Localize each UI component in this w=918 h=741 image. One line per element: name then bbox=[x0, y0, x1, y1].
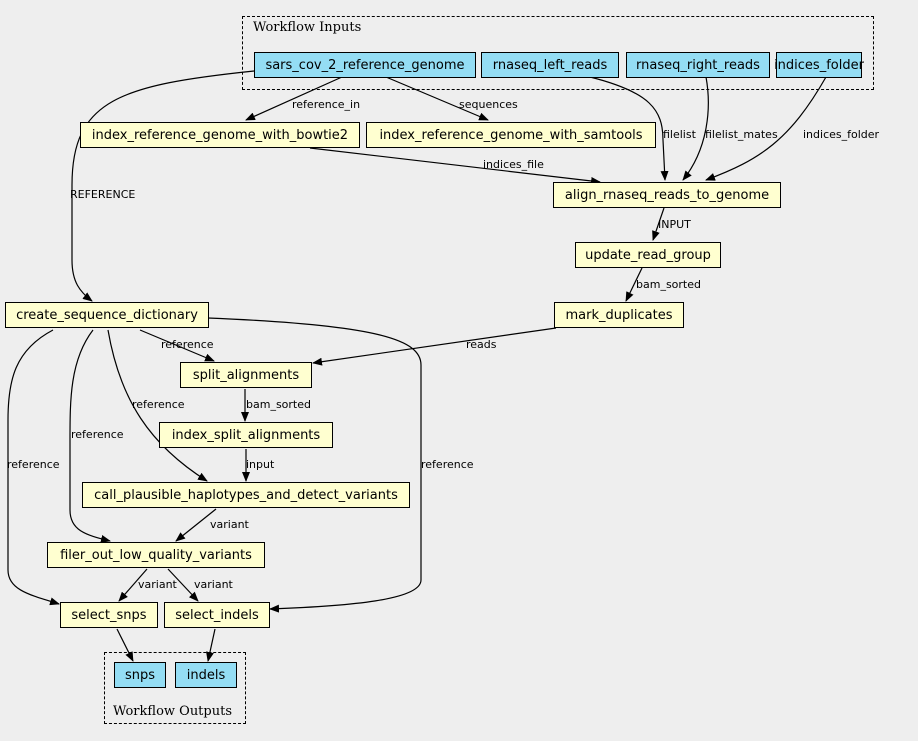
edge-ref-to-bowtie2 bbox=[245, 76, 343, 121]
node-sars-cov-2-reference-genome[interactable]: sars_cov_2_reference_genome bbox=[254, 52, 476, 78]
node-index-split-alignments[interactable]: index_split_alignments bbox=[159, 422, 333, 448]
edge-snps-to-out bbox=[116, 628, 134, 662]
workflow-outputs-cluster bbox=[104, 652, 246, 724]
node-mark-duplicates[interactable]: mark_duplicates bbox=[554, 302, 684, 328]
edge-seqdict-to-split bbox=[139, 329, 215, 362]
edge-ref-to-seqdict bbox=[71, 70, 255, 302]
node-update-read-group[interactable]: update_read_group bbox=[575, 242, 721, 268]
node-filer-out-low-quality-variants[interactable]: filer_out_low_quality_variants bbox=[47, 542, 265, 568]
edge-call-to-filter bbox=[175, 508, 217, 542]
edge-markdup-to-split bbox=[312, 327, 557, 366]
edge-left-to-align bbox=[589, 76, 669, 181]
edge-label-reference-snps: reference bbox=[7, 458, 60, 471]
edge-label-sequences: sequences bbox=[459, 98, 518, 111]
node-call-plausible-haplotypes-and-detect-variants[interactable]: call_plausible_haplotypes_and_detect_var… bbox=[82, 482, 410, 508]
node-split-alignments[interactable]: split_alignments bbox=[180, 362, 312, 388]
node-select-snps[interactable]: select_snps bbox=[60, 602, 158, 628]
node-select-indels[interactable]: select_indels bbox=[164, 602, 270, 628]
node-output-indels[interactable]: indels bbox=[175, 662, 237, 688]
node-index-reference-genome-with-bowtie2[interactable]: index_reference_genome_with_bowtie2 bbox=[80, 122, 360, 148]
edge-update-to-markdup bbox=[625, 267, 643, 302]
edge-label-variant-indels: variant bbox=[194, 578, 234, 591]
edge-indices-to-align bbox=[705, 76, 827, 181]
workflow-inputs-cluster bbox=[242, 16, 874, 90]
edge-label-reference-indels: reference bbox=[421, 458, 474, 471]
node-indices-folder[interactable]: indices_folder bbox=[774, 52, 864, 78]
node-rnaseq-left-reads[interactable]: rnaseq_left_reads bbox=[481, 52, 619, 78]
edge-label-reference-call: reference bbox=[132, 398, 185, 411]
edge-label-variant-filter: variant bbox=[210, 518, 250, 531]
edge-seqdict-to-filter bbox=[69, 329, 111, 543]
edge-seqdict-to-snps bbox=[7, 329, 60, 606]
edge-label-input-lower: input bbox=[246, 458, 275, 471]
edge-align-to-update bbox=[652, 207, 665, 241]
edge-indels-to-out bbox=[206, 628, 216, 662]
node-align-rnaseq-reads-to-genome[interactable]: align_rnaseq_reads_to_genome bbox=[553, 182, 781, 208]
edge-right-to-align bbox=[682, 76, 709, 181]
edge-label-reference-in: reference_in bbox=[292, 98, 360, 111]
edge-label-reference-split: reference bbox=[161, 338, 214, 351]
edge-label-bam-sorted-1: bam_sorted bbox=[636, 278, 701, 291]
edge-label-filelist: filelist bbox=[663, 128, 697, 141]
edge-label-input-upper: INPUT bbox=[658, 218, 691, 231]
workflow-inputs-label: Workflow Inputs bbox=[253, 20, 362, 35]
edge-seqdict-to-indels bbox=[207, 317, 422, 613]
edge-label-filelist-mates: filelist_mates bbox=[705, 128, 778, 141]
edge-label-variant-snps: variant bbox=[138, 578, 178, 591]
edge-label-bam-sorted-2: bam_sorted bbox=[246, 398, 311, 411]
edge-ref-to-samtools bbox=[385, 76, 489, 121]
edge-label-reads: reads bbox=[466, 338, 497, 351]
edge-bowtie2-to-align bbox=[309, 147, 601, 185]
edge-label-reference-filter: reference bbox=[71, 428, 124, 441]
edge-label-indices-folder: indices_folder bbox=[803, 128, 880, 141]
node-index-reference-genome-with-samtools[interactable]: index_reference_genome_with_samtools bbox=[366, 122, 656, 148]
node-create-sequence-dictionary[interactable]: create_sequence_dictionary bbox=[5, 302, 209, 328]
edge-filter-to-indels bbox=[167, 568, 199, 602]
edge-label-reference-upper: REFERENCE bbox=[70, 188, 135, 201]
edge-filter-to-snps bbox=[118, 568, 148, 602]
edge-seqdict-to-call bbox=[107, 329, 208, 482]
workflow-outputs-label: Workflow Outputs bbox=[113, 704, 232, 719]
node-rnaseq-right-reads[interactable]: rnaseq_right_reads bbox=[626, 52, 770, 78]
node-output-snps[interactable]: snps bbox=[114, 662, 166, 688]
edge-label-indices-file: indices_file bbox=[483, 158, 544, 171]
